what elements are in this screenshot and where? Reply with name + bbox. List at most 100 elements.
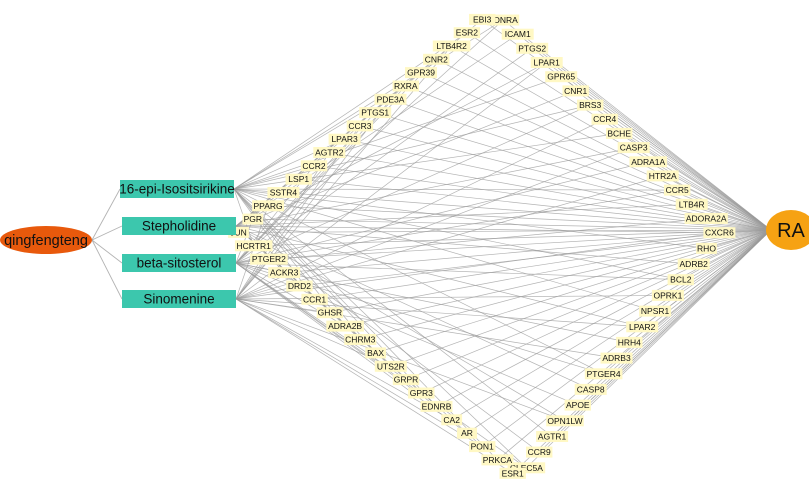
target-node-htr2a: HTR2A — [646, 170, 679, 182]
compound-label: beta-sitosterol — [137, 256, 222, 271]
target-node-ccr4: CCR4 — [591, 113, 618, 125]
target-label: EBI3 — [473, 14, 492, 24]
target-label: APOE — [566, 400, 590, 410]
target-box — [651, 289, 684, 301]
target-label: SSTR4 — [270, 188, 298, 198]
target-label: ESR1 — [502, 468, 524, 478]
compound-node-beta-sitosterol: beta-sitosterol — [122, 254, 236, 272]
target-node-opn1lw: OPN1LW — [546, 415, 584, 427]
target-label: ADRA1A — [631, 157, 665, 167]
compound-box — [122, 290, 236, 308]
target-disease-edge — [526, 229, 772, 469]
target-box — [591, 113, 618, 125]
compound-node-16-epi-isositsirikine: 16-epi-Isositsirikine — [119, 180, 235, 198]
edge-layer — [233, 19, 772, 474]
target-label: CCR9 — [528, 447, 551, 457]
target-node-clec5a: CLEC5A — [507, 462, 546, 474]
target-node-brs3: BRS3 — [577, 99, 604, 111]
compound-target-edge — [235, 59, 437, 264]
target-label: PTGER4 — [587, 369, 621, 379]
target-disease-edge — [436, 58, 772, 231]
target-disease-edge — [375, 112, 772, 231]
target-label: CHRM3 — [345, 335, 375, 345]
target-node-ccr9: CCR9 — [526, 446, 553, 458]
compound-target-edge — [233, 188, 656, 312]
target-label: CXCR6 — [705, 228, 734, 238]
target-node-ednrb: EDNRB — [420, 400, 453, 412]
target-box — [301, 293, 328, 305]
target-node-esr2: ESR2 — [453, 27, 481, 39]
target-label: JUN — [230, 227, 247, 237]
compound-target-edge — [235, 298, 483, 447]
target-node-adra2b: ADRA2B — [326, 320, 364, 332]
compound-target-edge — [235, 218, 707, 264]
target-disease-edge — [481, 19, 772, 231]
target-node-gpr65: GPR65 — [545, 71, 578, 83]
compound-target-edge — [235, 298, 643, 328]
target-label: PRKCA — [483, 455, 513, 465]
target-box — [250, 253, 288, 265]
target-node-lsp1: LSP1 — [285, 173, 312, 185]
target-box — [545, 71, 578, 83]
target-label: BAX — [367, 348, 384, 358]
target-node-adora2a: ADORA2A — [684, 213, 728, 224]
target-label: CASP3 — [620, 143, 648, 153]
target-node-cnr2: CNR2 — [423, 53, 450, 65]
target-disease-edge — [359, 125, 772, 231]
target-label: CA2 — [443, 415, 460, 425]
compound-target-edge — [235, 298, 513, 474]
target-box — [285, 173, 312, 185]
target-box — [664, 184, 691, 196]
target-box — [420, 400, 453, 412]
target-label: GRPR — [394, 375, 419, 385]
target-label: ACKR3 — [270, 268, 299, 278]
target-disease-edge — [405, 229, 772, 380]
target-box — [300, 160, 328, 172]
target-disease-edge — [436, 229, 772, 407]
target-disease-edge — [252, 218, 772, 231]
target-node-bcl2: BCL2 — [667, 274, 694, 286]
target-node-npsr1: NPSR1 — [639, 305, 672, 317]
target-label: PDE3A — [377, 94, 405, 104]
disease-node: RA — [766, 210, 809, 250]
target-node-drd2: DRD2 — [286, 280, 313, 292]
target-label: BCHE — [607, 128, 631, 138]
target-label: LPAR2 — [629, 322, 656, 332]
target-node-pon1: PON1 — [469, 441, 496, 453]
target-label: HCRTR1 — [237, 241, 272, 251]
compound-target-edge — [233, 188, 678, 191]
compound-target-edge — [235, 262, 630, 343]
target-node-icam1: ICAM1 — [501, 28, 534, 40]
target-box — [469, 441, 496, 453]
target-label: LSP1 — [288, 174, 309, 184]
target-label: CCR5 — [666, 185, 689, 195]
target-disease-edge — [238, 229, 772, 233]
target-node-ltb4r: LTB4R — [675, 198, 708, 210]
target-box — [405, 67, 437, 79]
target-label: AGTR2 — [315, 148, 344, 158]
compound-target-edge — [233, 188, 681, 281]
target-node-ptger2: PTGER2 — [250, 253, 288, 265]
target-box — [359, 107, 392, 119]
target-label: UTS2R — [377, 361, 405, 371]
target-disease-edge — [390, 98, 772, 231]
compound-target-edge — [235, 298, 391, 367]
target-node-uts2r: UTS2R — [374, 360, 407, 372]
target-box — [617, 142, 650, 154]
target-node-agtr2: AGTR2 — [313, 147, 346, 158]
target-box — [344, 334, 377, 345]
target-box — [667, 274, 694, 286]
target-label: FDNRA — [489, 15, 519, 25]
target-node-lpar1: LPAR1 — [530, 57, 563, 68]
compound-box — [120, 180, 234, 198]
compound-target-edge — [235, 161, 649, 264]
herb-compound-edge — [91, 239, 123, 264]
target-box — [507, 462, 546, 474]
target-box — [313, 147, 346, 158]
target-label: GPR39 — [407, 68, 435, 78]
target-label: GPR65 — [547, 72, 575, 82]
compound-target-edge — [235, 152, 330, 300]
target-box — [423, 53, 450, 65]
target-label: CCR1 — [303, 294, 326, 304]
target-disease-edge — [420, 72, 772, 231]
